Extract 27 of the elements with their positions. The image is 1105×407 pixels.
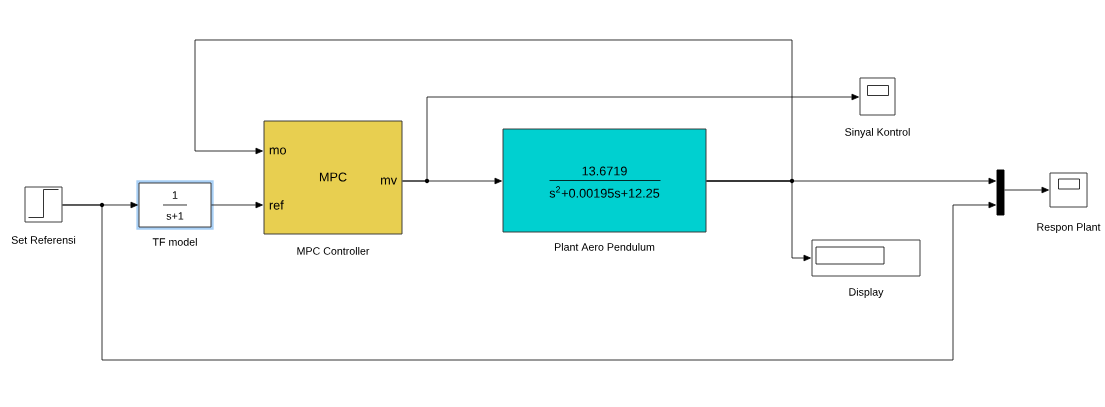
signal-arrow — [1004, 186, 1049, 194]
block-name: MPC Controller — [297, 246, 370, 255]
transfer-function: 13.6719 — [582, 166, 627, 176]
block-box — [859, 77, 896, 116]
block-name: Respon Plant — [1037, 222, 1101, 233]
block-name: Sinyal Kontrol — [845, 127, 910, 138]
transfer-function: 1 — [172, 191, 178, 199]
signal-arrow — [211, 201, 263, 209]
transfer-function: s+1 — [166, 212, 184, 220]
block-box — [24, 186, 63, 223]
block-box — [136, 180, 214, 230]
signal-arrow — [402, 93, 859, 182]
block-box — [263, 120, 403, 235]
signal-arrow — [62, 201, 996, 361]
port-label: ref — [269, 200, 284, 210]
signal-arrow — [194, 39, 793, 182]
port-label: mo — [269, 147, 286, 155]
block-name: Set Referensi — [11, 235, 76, 244]
block-box — [502, 128, 707, 233]
block-box — [1049, 172, 1088, 208]
block-box — [811, 239, 921, 277]
transfer-function: s$^{2}$+0.00195s+12.25 — [549, 186, 660, 198]
block-name: Display — [849, 287, 884, 298]
block-name: TF model — [152, 237, 197, 246]
block-name: Plant Aero Pendulum — [555, 242, 655, 251]
port-label: mv — [381, 177, 398, 185]
block-label: MPC — [320, 172, 347, 182]
